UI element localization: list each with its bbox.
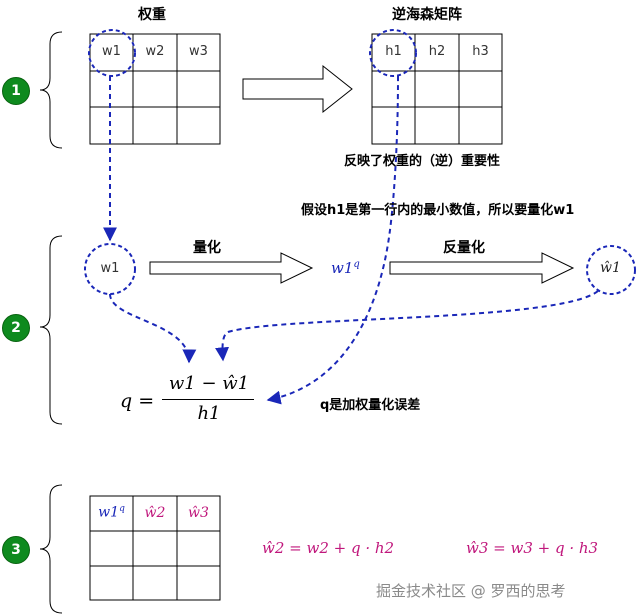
note-error: q是加权量化误差 xyxy=(320,398,421,413)
weights-header-w1: w1 xyxy=(102,44,121,59)
formula-q-lhs: q = xyxy=(120,390,155,412)
note-importance: 反映了权重的（逆）重要性 xyxy=(344,154,501,169)
title-weights: 权重 xyxy=(138,7,166,23)
step-3-badge: 3 xyxy=(2,536,30,564)
dashed-arrow-w1-to-formula xyxy=(109,293,197,364)
formula-w3-update: ŵ3 = w3 + q · h3 xyxy=(466,539,599,557)
title-inverse-hessian: 逆海森矩阵 xyxy=(392,7,462,23)
brace-section-3 xyxy=(39,484,63,614)
result-grid xyxy=(89,495,221,601)
node-w1q-base: w1 xyxy=(331,259,354,277)
weights-header-w3: w3 xyxy=(189,44,208,59)
label-dequantize: 反量化 xyxy=(443,240,485,256)
watermark: 掘金技术社区 @ 罗西的思考 xyxy=(376,582,566,600)
arrow-weights-to-hessian xyxy=(242,64,353,114)
hessian-header-h2: h2 xyxy=(428,44,446,59)
brace-section-1 xyxy=(39,31,63,149)
brace-section-2 xyxy=(39,235,63,425)
result-header-w1q-base: w1 xyxy=(98,504,120,521)
highlight-w1-cell xyxy=(88,29,136,77)
node-w1hat-circle xyxy=(586,245,636,295)
dashed-arrow-w1hat-to-formula xyxy=(215,290,599,362)
result-header-w2hat: ŵ2 xyxy=(144,505,166,521)
hessian-header-h1: h1 xyxy=(385,44,402,59)
arrow-quantize xyxy=(149,252,314,284)
node-w1-label: w1 xyxy=(100,261,120,276)
step-2-badge: 2 xyxy=(2,314,30,342)
node-w1-circle xyxy=(84,243,136,295)
result-header-w3hat: ŵ3 xyxy=(188,505,209,521)
formula-q-fraction-bar xyxy=(162,399,254,400)
node-w1hat-label: ŵ1 xyxy=(600,260,621,276)
result-header-w1q-sup: q xyxy=(119,504,125,514)
node-w1q-sup: q xyxy=(353,259,360,270)
weights-header-w2: w2 xyxy=(145,44,165,59)
formula-q-denominator: h1 xyxy=(197,403,221,424)
dashed-arrow-h1-down xyxy=(266,75,399,405)
formula-w2-update: ŵ2 = w2 + q · h2 xyxy=(262,539,395,557)
label-quantize: 量化 xyxy=(193,240,221,256)
note-assumption: 假设h1是第一行内的最小数值，所以要量化w1 xyxy=(301,203,575,218)
arrow-dequantize xyxy=(389,252,575,284)
weights-grid xyxy=(89,33,221,145)
step-1-badge: 1 xyxy=(2,77,30,105)
formula-q-numerator: w1 − ŵ1 xyxy=(168,373,250,394)
node-w1q: w1q xyxy=(331,259,360,277)
hessian-header-h3: h3 xyxy=(472,44,489,59)
hessian-grid xyxy=(371,33,503,145)
result-header-w1q: w1q xyxy=(90,504,133,521)
highlight-h1-cell xyxy=(369,29,417,77)
